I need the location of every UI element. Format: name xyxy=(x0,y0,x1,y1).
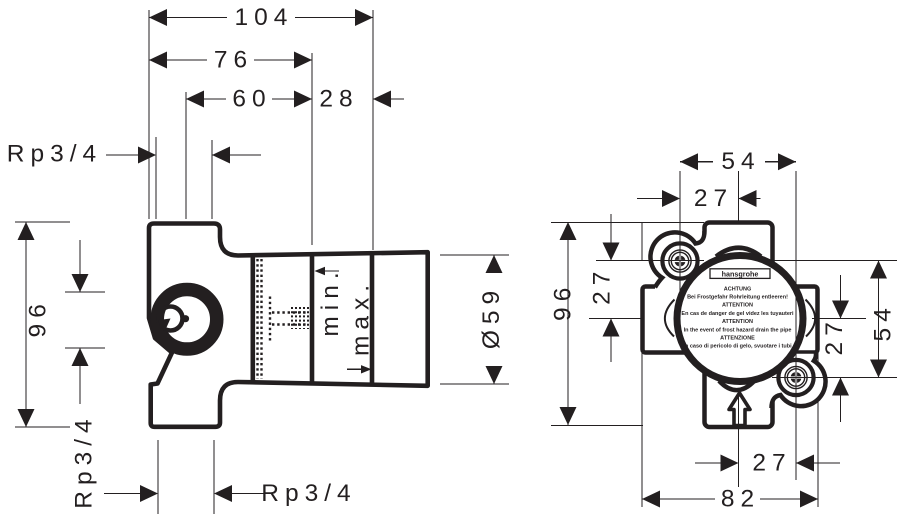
svg-text:ATTENTION: ATTENTION xyxy=(722,319,753,325)
svg-text:hansgrohe: hansgrohe xyxy=(722,270,759,279)
svg-text:In the event of frost hazard d: In the event of frost hazard drain the p… xyxy=(684,327,792,333)
svg-text:27: 27 xyxy=(752,450,791,477)
svg-text:54: 54 xyxy=(870,302,897,341)
svg-text:Rp3/4: Rp3/4 xyxy=(71,413,98,508)
svg-text:96: 96 xyxy=(550,282,577,321)
svg-text:En cas de danger de gel videz: En cas de danger de gel videz les tuyaut… xyxy=(681,311,794,317)
svg-text:max.: max. xyxy=(348,279,375,356)
svg-text:60: 60 xyxy=(232,86,271,113)
svg-text:ACHTUNG: ACHTUNG xyxy=(724,286,752,292)
svg-text:54: 54 xyxy=(721,148,760,175)
svg-text:ATTENZIONE: ATTENZIONE xyxy=(720,336,755,342)
svg-text:min.: min. xyxy=(317,266,344,336)
svg-text:Ø59: Ø59 xyxy=(478,285,505,349)
svg-text:104: 104 xyxy=(235,4,294,31)
svg-text:Rp3/4: Rp3/4 xyxy=(7,141,102,168)
svg-text:Bei Frostgefahr Rohrleitung en: Bei Frostgefahr Rohrleitung entleeren! xyxy=(687,295,788,301)
svg-text:28: 28 xyxy=(319,86,358,113)
svg-text:27: 27 xyxy=(821,316,848,355)
svg-text:76: 76 xyxy=(214,47,253,74)
svg-text:In caso di pericolo di gelo, s: In caso di pericolo di gelo, svuotare i … xyxy=(683,344,792,350)
svg-text:27: 27 xyxy=(589,266,616,305)
svg-text:96: 96 xyxy=(25,298,52,337)
svg-text:Rp3/4: Rp3/4 xyxy=(261,480,356,507)
svg-text:82: 82 xyxy=(721,486,760,513)
svg-text:27: 27 xyxy=(694,185,733,212)
svg-text:ATTENTION: ATTENTION xyxy=(722,303,753,309)
